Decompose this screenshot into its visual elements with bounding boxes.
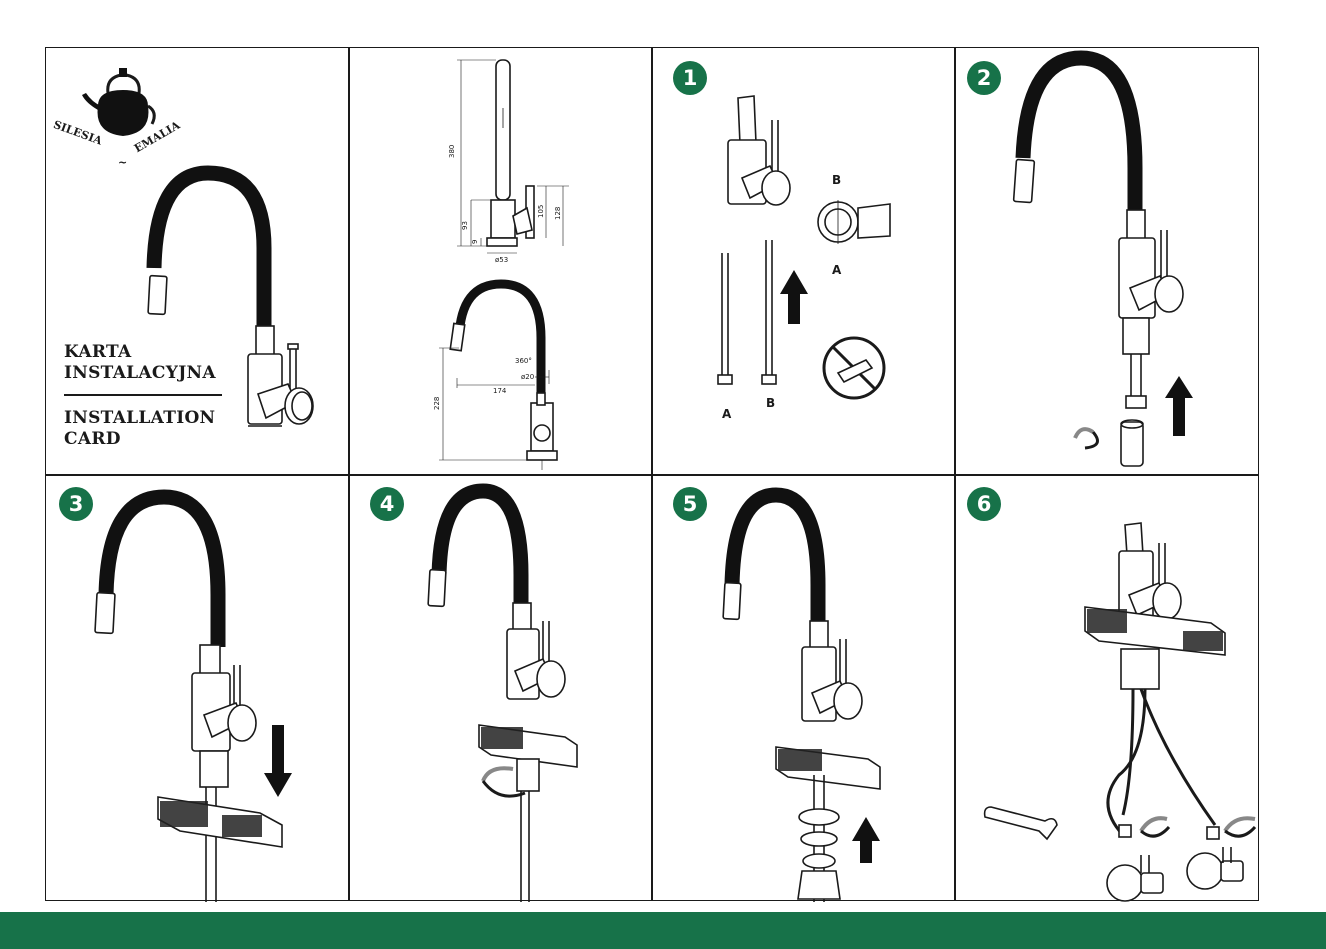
step-number-badge: 5 [673,487,707,521]
step-3-panel: 3 [46,475,348,902]
dim-height-total: 380 [448,145,456,158]
title-en-line1: INSTALLATION [64,408,216,428]
step-1-illustration [717,95,891,400]
step-number-badge: 3 [59,487,93,521]
title-panel: SILESIA ~ EMALIA KARTA INSTALACYJNA INST… [46,48,348,474]
step-6-illustration [983,522,1257,902]
footer-bar [0,912,1326,949]
title-en-line2: CARD [64,429,121,449]
hose-b-label: B [766,396,776,410]
dim-rotation: 360° [515,357,532,365]
cartridge-b-label: B [832,173,842,187]
kettle-icon [82,68,314,427]
dim-lever-height: 105 [537,205,545,218]
title-pl-line1: KARTA [64,342,132,362]
step-3-illustration [94,489,292,902]
dim-side-height: 128 [554,207,562,220]
title-pl-line2: INSTALACYJNA [64,363,216,383]
dimension-drawing: 380 93 9 105 128 ø53 228 174 360° ø20 [349,48,651,474]
instruction-grid: SILESIA ~ EMALIA KARTA INSTALACYJNA INST… [45,47,1260,902]
step-2-panel: 2 [955,48,1260,474]
step-number-badge: 1 [673,61,707,95]
dim-reach: 174 [493,387,507,395]
step-5-panel: 5 [652,475,954,902]
dim-base-diameter: ø53 [495,256,508,264]
step-4-illustration [427,483,578,902]
title-divider [64,394,222,396]
step-2-illustration [1012,50,1193,467]
dim-height-body: 93 [461,221,469,230]
step-number-badge: 4 [370,487,404,521]
faucet-dimension-drawing: 380 93 9 105 128 ø53 228 174 360° ø20 [433,59,569,470]
hose-a-label: A [722,407,732,421]
dim-base-height: 9 [471,240,479,244]
cartridge-a-label: A [832,263,842,277]
step-5-illustration [722,487,881,902]
dim-pipe-diameter: ø20 [521,373,534,381]
dim-spout-height: 228 [433,397,441,410]
step-number-badge: 2 [967,61,1001,95]
brand-separator: ~ [118,156,128,169]
step-number-badge: 6 [967,487,1001,521]
step-1-panel: 1 A B B A [652,48,954,474]
step-6-panel: 6 [955,475,1260,902]
step-4-panel: 4 [349,475,651,902]
grid-divider [46,474,1258,476]
